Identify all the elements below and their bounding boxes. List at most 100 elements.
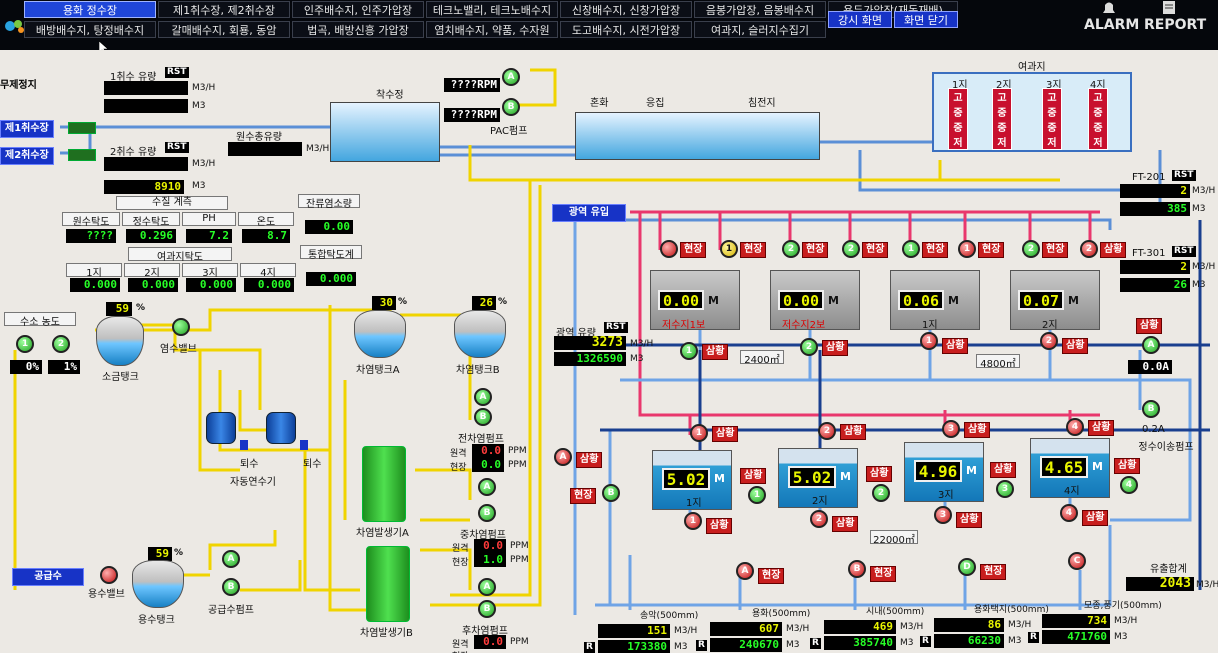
outlet-valve-3-icon[interactable]: 1	[920, 332, 938, 350]
menu-techno[interactable]: 테크노밸리, 테크노배수지	[426, 1, 558, 18]
menu-dogo[interactable]: 도고배수지, 시전가압장	[560, 21, 692, 38]
outflow-valve-c-icon[interactable]: C	[1068, 552, 1086, 570]
outlet-1-reset[interactable]: R	[584, 642, 595, 653]
outlet-3-reset[interactable]: R	[810, 638, 821, 649]
upper-basin-1-name: 저수지1보	[662, 320, 706, 331]
supply-valve-icon[interactable]	[100, 566, 118, 584]
filter-cell-1[interactable]: 고중중저	[948, 88, 968, 150]
clear-well-2-side-pump-icon[interactable]: 2	[872, 484, 890, 502]
naocl-generator-b[interactable]	[366, 546, 410, 622]
bell-icon[interactable]	[1098, 0, 1120, 14]
ft301-rst-button[interactable]: RST	[1172, 246, 1196, 257]
menu-baebang[interactable]: 배방배수지, 탕정배수지	[24, 21, 156, 38]
outlet-valve-1-icon[interactable]: 1	[680, 342, 698, 360]
mid-chlor-pump-b-icon[interactable]: B	[478, 504, 496, 522]
transfer-pump-a-icon[interactable]: A	[1142, 336, 1160, 354]
outflow-valve-d-icon[interactable]: D	[958, 558, 976, 576]
post-chlor-pump-a-icon[interactable]: A	[478, 578, 496, 596]
inflow-valve-6-icon[interactable]: 1	[958, 240, 976, 258]
clearwell-out-valve-1-icon[interactable]: 1	[684, 512, 702, 530]
outflow-valve-b-icon[interactable]: B	[848, 560, 866, 578]
ft201-rst-button[interactable]: RST	[1172, 170, 1196, 181]
outlet-4-reset[interactable]: R	[920, 636, 931, 647]
inflow-valve-8-icon[interactable]: 2	[1080, 240, 1098, 258]
supply-tank[interactable]	[132, 560, 184, 608]
dist-valve-b-icon[interactable]: B	[602, 484, 620, 502]
outlet-5-reset[interactable]: R	[1028, 632, 1039, 643]
inflow-valve-4-icon[interactable]: 2	[842, 240, 860, 258]
clearwell-in-valve-2-icon[interactable]: 2	[818, 422, 836, 440]
clear-well-3-side-pump-icon[interactable]: 3	[996, 480, 1014, 498]
mid-chlor-pump-a-icon[interactable]: A	[478, 478, 496, 496]
area-22000-label: 22000㎡	[870, 530, 918, 546]
menu-yeomchi[interactable]: 염치배수지, 약품, 수자원	[426, 21, 558, 38]
close-screen-button[interactable]: 화면 닫기	[894, 11, 958, 28]
intake-well-tank[interactable]	[330, 102, 440, 162]
mix-floc-settle-basin[interactable]	[575, 112, 820, 160]
pac-pump-2-icon[interactable]: B	[502, 98, 520, 116]
supply-pump-a-icon[interactable]: A	[222, 550, 240, 568]
pre-chlor-pump-b-icon[interactable]: B	[474, 408, 492, 426]
outlet-3-total: 385740	[824, 636, 896, 650]
menu-yonghwa-plant[interactable]: 용화 정수장	[24, 1, 156, 18]
brine-valve-icon[interactable]	[172, 318, 190, 336]
hydrogen-sensor-1-icon[interactable]: 1	[16, 335, 34, 353]
clearwell-out-valve-2-icon[interactable]: 2	[810, 510, 828, 528]
flow-2-rst-button[interactable]: RST	[165, 142, 189, 153]
hydrogen-sensor-2-icon[interactable]: 2	[52, 335, 70, 353]
transfer-b-value: 0.2A	[1142, 424, 1165, 435]
inflow-valve-5-icon[interactable]: 1	[902, 240, 920, 258]
filter-cell-3[interactable]: 고중중저	[1042, 88, 1062, 150]
dist-valve-a-icon[interactable]: A	[554, 448, 572, 466]
filter-cell-4[interactable]: 고중중저	[1088, 88, 1108, 150]
pac-pump-1-icon[interactable]: A	[502, 68, 520, 86]
pre-chlor-pump-a-icon[interactable]: A	[474, 388, 492, 406]
supply-pump-b-icon[interactable]: B	[222, 578, 240, 596]
post-chlor-pump-b-icon[interactable]: B	[478, 600, 496, 618]
report-button[interactable]: REPORT	[1144, 17, 1207, 33]
clearwell-in-valve-3-icon[interactable]: 3	[942, 420, 960, 438]
clearwell-in-valve-1-icon[interactable]: 1	[690, 424, 708, 442]
clearwell-in-valve-2-tag: 삼황	[840, 424, 867, 440]
outlet-valve-2-icon[interactable]: 2	[800, 338, 818, 356]
menu-beopgok[interactable]: 법곡, 배방신흥 가압장	[292, 21, 424, 38]
menu-eumbong[interactable]: 음봉가압장, 음봉배수지	[694, 1, 826, 18]
menu-intake-1-2[interactable]: 제1취수장, 제2취수장	[158, 1, 290, 18]
clearwell-out-valve-4-icon[interactable]: 4	[1060, 504, 1078, 522]
outflow-valve-a-icon[interactable]: A	[736, 562, 754, 580]
clearwell-out-valve-3-icon[interactable]: 3	[934, 506, 952, 524]
outlet-2-reset[interactable]: R	[696, 640, 707, 651]
monitor-screen-button[interactable]: 강시 화면	[828, 11, 892, 28]
inflow-valve-3-icon[interactable]: 2	[782, 240, 800, 258]
menu-inju[interactable]: 인주배수지, 인주가압장	[292, 1, 424, 18]
drain-valve-2-icon[interactable]	[300, 440, 308, 450]
clear-well-1-side-pump-icon[interactable]: 1	[748, 486, 766, 504]
wide-flow-rst-button[interactable]: RST	[604, 322, 628, 333]
clear-well-4-side-pump-icon[interactable]: 4	[1120, 476, 1138, 494]
report-icon[interactable]	[1160, 0, 1178, 14]
intake-1-button[interactable]: 제1취수장	[0, 120, 54, 138]
softener-2[interactable]	[266, 412, 296, 444]
salt-tank[interactable]	[96, 316, 144, 366]
inflow-valve-1-icon[interactable]	[660, 240, 678, 258]
wide-inflow-button[interactable]: 광역 유입	[552, 204, 626, 222]
drain-valve-1-icon[interactable]	[240, 440, 248, 450]
softener-1[interactable]	[206, 412, 236, 444]
transfer-pump-b-icon[interactable]: B	[1142, 400, 1160, 418]
alarm-button[interactable]: ALARM	[1084, 17, 1140, 33]
naocl-tank-b[interactable]	[454, 310, 506, 358]
naocl-generator-a[interactable]	[362, 446, 406, 522]
filter-cell-2[interactable]: 고중중저	[992, 88, 1012, 150]
inflow-valve-7-icon[interactable]: 2	[1022, 240, 1040, 258]
flow-1-rst-button[interactable]: RST	[165, 67, 189, 78]
menu-sinchang[interactable]: 신창배수지, 신창가압장	[560, 1, 692, 18]
menu-filter-sludge[interactable]: 여과지, 슬러지수집기	[694, 21, 826, 38]
intake-2-button[interactable]: 제2취수장	[0, 147, 54, 165]
naocl-tank-a[interactable]	[354, 310, 406, 358]
supply-water-button[interactable]: 공급수	[12, 568, 84, 586]
mid-remote-label: 원격	[452, 544, 469, 554]
menu-galmae[interactable]: 갈매배수지, 회룡, 동암	[158, 21, 290, 38]
outlet-valve-4-icon[interactable]: 2	[1040, 332, 1058, 350]
clearwell-in-valve-4-icon[interactable]: 4	[1066, 418, 1084, 436]
inflow-valve-2-icon[interactable]: 1	[720, 240, 738, 258]
